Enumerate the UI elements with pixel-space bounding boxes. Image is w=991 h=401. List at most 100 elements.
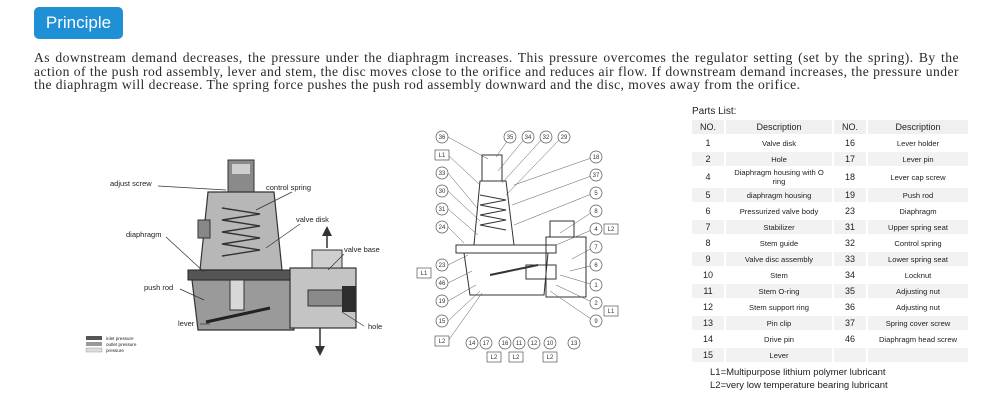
callout: 9 xyxy=(589,314,603,328)
part-number: 1 xyxy=(705,138,711,148)
part-number: 8 xyxy=(705,238,711,248)
callout-label: L2 xyxy=(439,339,446,345)
parts-table-header: NO. Description NO. Description xyxy=(692,120,968,134)
parts-list-title: Parts List: xyxy=(692,106,737,117)
callout-label: 34 xyxy=(525,135,532,141)
part-number: 10 xyxy=(702,270,713,280)
header-no-2: NO. xyxy=(834,120,866,134)
part-description: Lever pin xyxy=(868,152,968,166)
part-description: Push rod xyxy=(868,188,968,202)
callout-label: 4 xyxy=(594,227,598,233)
callout: 17 xyxy=(479,336,493,350)
label-diaphragm: diaphragm xyxy=(126,230,161,239)
callout-label: 13 xyxy=(571,341,578,347)
part-description: Adjusting nut xyxy=(896,302,940,312)
part-number: 36 xyxy=(844,302,855,312)
part-description: Stem xyxy=(770,270,788,280)
callout: L2 xyxy=(434,335,450,347)
callout: 18 xyxy=(589,150,603,164)
part-description: Valve disc assembly xyxy=(726,252,832,266)
label-push-rod: push rod xyxy=(144,283,173,292)
callout: 32 xyxy=(539,130,553,144)
part-number: 18 xyxy=(844,172,855,182)
principle-description: As downstream demand decreases, the pres… xyxy=(34,50,960,93)
part-number: 4 xyxy=(705,172,711,182)
callout: L2 xyxy=(542,351,558,363)
callout-label: 5 xyxy=(594,191,598,197)
callout-label: 23 xyxy=(439,263,446,269)
callout: 31 xyxy=(435,202,449,216)
callout: 7 xyxy=(589,240,603,254)
part-number: 46 xyxy=(844,334,855,344)
callout: 10 xyxy=(543,336,557,350)
part-number: 35 xyxy=(834,284,866,298)
callout: 1 xyxy=(589,278,603,292)
callout: 36 xyxy=(435,130,449,144)
callout-label: 35 xyxy=(507,135,514,141)
header-description: Description xyxy=(726,120,832,134)
callout: 29 xyxy=(557,130,571,144)
callout: L1 xyxy=(603,305,619,317)
part-description: Stem guide xyxy=(759,238,799,248)
part-number: 34 xyxy=(844,270,855,280)
callout: 37 xyxy=(589,168,603,182)
part-description: Stabilizer xyxy=(726,220,832,234)
regulator-cutaway-diagram: adjust screw control spring valve disk d… xyxy=(85,159,382,356)
callout-label: 12 xyxy=(531,341,538,347)
callout: 8 xyxy=(589,204,603,218)
callout-label: 11 xyxy=(516,341,523,347)
callout-label: 8 xyxy=(594,209,598,215)
callout: 33 xyxy=(435,166,449,180)
callout: 5 xyxy=(589,186,603,200)
callout: L1 xyxy=(416,267,432,279)
callout: L2 xyxy=(603,223,619,235)
part-number: 17 xyxy=(834,152,866,166)
callout-label: 37 xyxy=(593,173,600,179)
part-number: 15 xyxy=(692,348,724,362)
part-description: Lever holder xyxy=(896,138,940,148)
callout: L2 xyxy=(508,351,524,363)
callout-label: 10 xyxy=(547,341,554,347)
callout: 35 xyxy=(503,130,517,144)
callout: 46 xyxy=(435,276,449,290)
part-number: 13 xyxy=(692,316,724,330)
part-number: 7 xyxy=(692,220,724,234)
callout-label: L1 xyxy=(439,153,446,159)
callout: L1 xyxy=(434,149,450,161)
callout-label: 17 xyxy=(483,341,490,347)
part-description: Diaphragm housing with O ring xyxy=(734,168,824,186)
callout-label: 36 xyxy=(439,135,446,141)
callout-label: 2 xyxy=(594,301,598,307)
callout: 16 xyxy=(498,336,512,350)
principle-badge: Principle xyxy=(34,7,123,39)
callout-label: L1 xyxy=(421,271,428,277)
callout: 30 xyxy=(435,184,449,198)
header-description-2: Description xyxy=(868,120,968,134)
callout-label: L1 xyxy=(608,309,615,315)
legend-outlet-pressure: outlet pressure xyxy=(106,342,137,347)
label-valve-disk: valve disk xyxy=(296,215,329,224)
label-adjust-screw: adjust screw xyxy=(110,179,152,188)
part-description: Adjusting nut xyxy=(868,284,968,298)
callout: 11 xyxy=(512,336,526,350)
callout-label: 19 xyxy=(439,299,446,305)
part-number: 6 xyxy=(705,206,711,216)
part-description: Pressurized valve body xyxy=(739,206,819,216)
label-hole: hole xyxy=(368,322,382,331)
callout-label: 14 xyxy=(469,341,476,347)
part-description: Upper spring seat xyxy=(868,220,968,234)
